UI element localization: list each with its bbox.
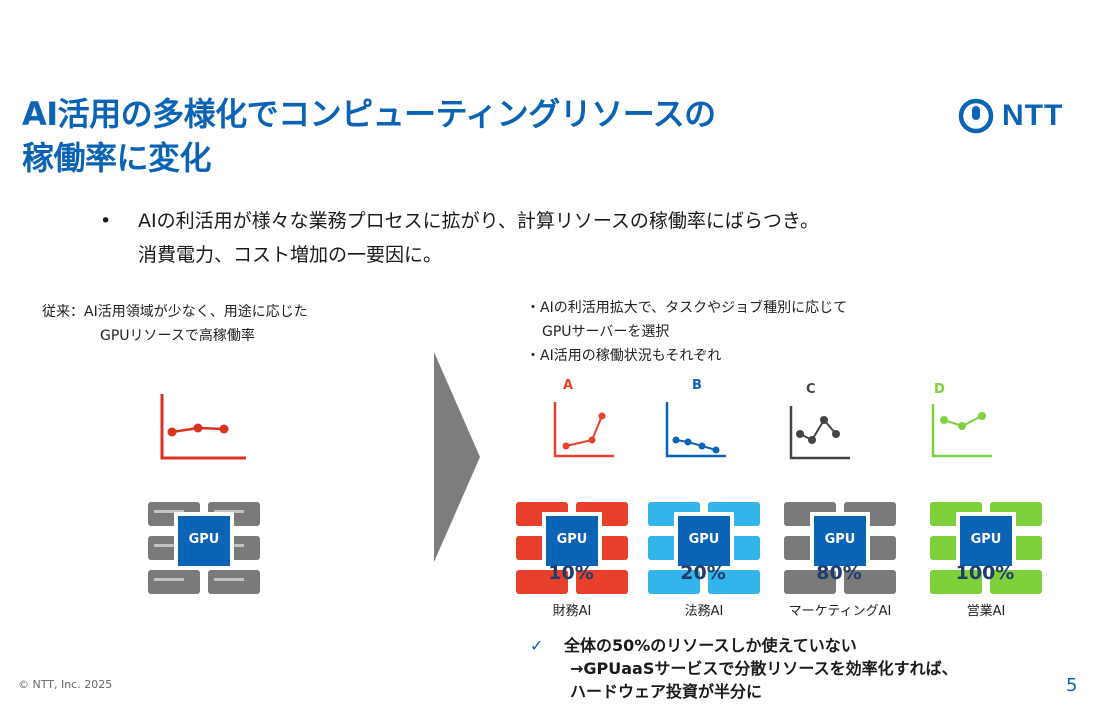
chart-label-a: A bbox=[563, 378, 574, 393]
server-name-finance: 財務AI bbox=[552, 604, 592, 619]
server-icon bbox=[930, 502, 1042, 594]
right-note: ・AIの利活用拡大で、タスクやジョブ種別に応じて GPUサーバーを選択 ・AI活… bbox=[526, 296, 847, 368]
right-note-line-3: ・AI活用の稼働状況もそれぞれ bbox=[526, 348, 722, 364]
bullet-line-2: 消費電力、コスト増加の一要因に。 bbox=[138, 244, 443, 266]
right-note-line-2: GPUサーバーを選択 bbox=[542, 324, 670, 340]
server-name-marketing: マーケティングAI bbox=[788, 604, 892, 619]
server-legal: GPU 20% bbox=[648, 502, 760, 598]
bullet-mark: • bbox=[100, 210, 112, 232]
chart-d-icon bbox=[931, 404, 992, 458]
check-icon: ✓ bbox=[530, 636, 544, 655]
summary-line-1: 全体の50%のリソースしか使えていない bbox=[564, 636, 857, 655]
server-name-legal: 法務AI bbox=[684, 604, 724, 619]
server-icon bbox=[148, 502, 260, 594]
server-marketing: GPU 80% bbox=[784, 502, 896, 598]
utilization-percent: 80% bbox=[816, 562, 862, 584]
main-bullet: • AIの利活用が様々な業務プロセスに拡がり、計算リソースの稼働率にばらつき。 … bbox=[100, 204, 1000, 272]
chart-a-icon bbox=[553, 402, 614, 458]
chart-c-icon bbox=[789, 406, 850, 460]
gpu-chip-label: GPU bbox=[970, 532, 1002, 547]
left-gpu-server: GPU bbox=[148, 502, 260, 598]
left-note-line-2: GPUリソースで高稼働率 bbox=[100, 328, 255, 344]
chart-b-icon bbox=[665, 402, 726, 458]
summary-line-2: →GPUaaSサービスで分散リソースを効率化すれば、 bbox=[570, 659, 958, 678]
bullet-line-1: AIの利活用が様々な業務プロセスに拡がり、計算リソースの稼働率にばらつき。 bbox=[138, 210, 819, 232]
gpu-chip-label: GPU bbox=[188, 532, 220, 547]
logo-text: NTT bbox=[1002, 99, 1064, 132]
left-note-line-1: 従来：AI活用領域が少なく、用途に応じた bbox=[42, 304, 308, 320]
copyright: © NTT, Inc. 2025 bbox=[18, 678, 113, 691]
server-sales: GPU 100% bbox=[930, 502, 1042, 598]
left-note: 従来：AI活用領域が少なく、用途に応じた GPUリソースで高稼働率 bbox=[42, 300, 308, 348]
ntt-logo: NTT bbox=[958, 98, 1063, 134]
utilization-percent: 20% bbox=[680, 562, 726, 584]
ntt-logo-icon bbox=[958, 98, 994, 134]
summary-line-3: ハードウェア投資が半分に bbox=[570, 682, 763, 701]
title-line-2: 稼働率に変化 bbox=[22, 139, 212, 177]
server-icon bbox=[648, 502, 760, 594]
chart-label-c: C bbox=[806, 382, 816, 397]
right-note-line-1: ・AIの利活用拡大で、タスクやジョブ種別に応じて bbox=[526, 300, 848, 316]
chart-label-b: B bbox=[692, 378, 702, 393]
gpu-chip-label: GPU bbox=[688, 532, 720, 547]
server-finance: GPU 10% bbox=[516, 502, 628, 598]
server-name-sales: 営業AI bbox=[966, 604, 1006, 619]
slide-title: AI活用の多様化でコンピューティングリソースの 稼働率に変化 bbox=[22, 92, 902, 180]
gpu-chip-label: GPU bbox=[556, 532, 588, 547]
page-number: 5 bbox=[1066, 675, 1078, 696]
server-icon bbox=[516, 502, 628, 594]
utilization-percent: 10% bbox=[548, 562, 594, 584]
left-line-chart-icon bbox=[160, 394, 246, 460]
chart-label-d: D bbox=[934, 382, 945, 397]
title-line-1: AI活用の多様化でコンピューティングリソースの bbox=[22, 95, 716, 133]
transition-arrow-icon bbox=[434, 352, 480, 562]
utilization-percent: 100% bbox=[955, 562, 1015, 584]
server-icon bbox=[784, 502, 896, 594]
summary: ✓ 全体の50%のリソースしか使えていない →GPUaaSサービスで分散リソース… bbox=[530, 634, 958, 703]
gpu-chip-label: GPU bbox=[824, 532, 856, 547]
